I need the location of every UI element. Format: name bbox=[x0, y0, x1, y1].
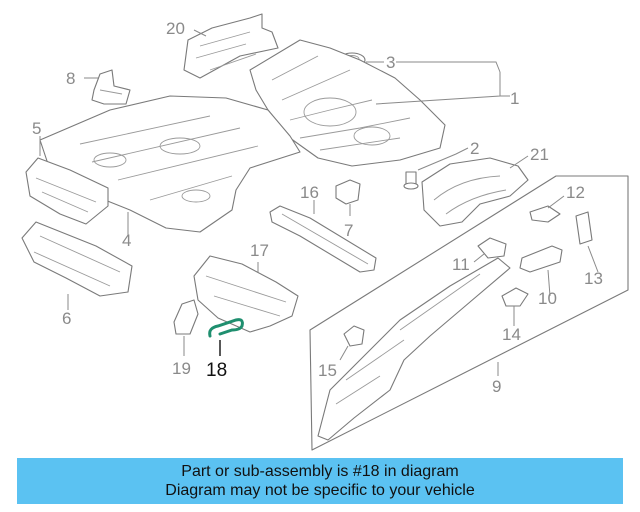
callout-7: 7 bbox=[344, 221, 353, 240]
part-16-rail bbox=[269, 205, 377, 273]
part-2-bolt bbox=[403, 171, 419, 190]
callout-2: 2 bbox=[470, 139, 479, 158]
callout-8: 8 bbox=[66, 69, 75, 88]
callout-1: 1 bbox=[510, 89, 519, 108]
callout-18: 18 bbox=[206, 360, 227, 381]
callout-3: 3 bbox=[386, 53, 395, 72]
callout-17: 17 bbox=[250, 241, 269, 260]
parts-diagram: 20 3 1 2 21 8 5 4 16 7 6 17 19 18 12 11 … bbox=[21, 13, 629, 451]
callout-12: 12 bbox=[566, 183, 585, 202]
part-18-hook-outline bbox=[208, 318, 244, 338]
part-17-panel bbox=[193, 255, 299, 333]
part-19-bracket bbox=[173, 299, 199, 335]
callout-19: 19 bbox=[172, 359, 191, 378]
callout-6: 6 bbox=[62, 309, 71, 328]
part-14-clip bbox=[501, 287, 529, 307]
part-7-bracket bbox=[335, 179, 361, 205]
callout-14: 14 bbox=[502, 325, 521, 344]
callout-9: 9 bbox=[492, 377, 501, 396]
part-9-rear-side-member bbox=[317, 257, 511, 441]
part-13-plate bbox=[575, 211, 593, 245]
part-12-bracket bbox=[529, 205, 561, 223]
part-20-panel bbox=[183, 13, 279, 79]
leader-lines bbox=[39, 29, 599, 376]
part-21-wheelhouse bbox=[421, 157, 529, 227]
part-8-bracket bbox=[91, 69, 131, 105]
part-11-bracket bbox=[477, 237, 507, 259]
callout-15: 15 bbox=[318, 361, 337, 380]
part-15-clip bbox=[343, 325, 365, 347]
callout-4: 4 bbox=[122, 231, 131, 250]
part-10-channel bbox=[519, 245, 563, 273]
part-18-hook bbox=[208, 318, 244, 338]
banner-line-2: Diagram may not be specific to your vehi… bbox=[165, 482, 475, 499]
part-1-rear-floor-pan bbox=[249, 39, 446, 167]
callout-11: 11 bbox=[452, 255, 470, 274]
callout-20: 20 bbox=[166, 19, 185, 38]
callout-21: 21 bbox=[530, 145, 549, 164]
callout-5: 5 bbox=[32, 119, 41, 138]
callout-10: 10 bbox=[538, 289, 557, 308]
callout-16: 16 bbox=[300, 183, 319, 202]
callout-labels: 20 3 1 2 21 8 5 4 16 7 6 17 19 18 12 11 … bbox=[32, 19, 603, 396]
part-5-side-member bbox=[25, 157, 109, 225]
callout-13: 13 bbox=[584, 269, 603, 288]
info-banner: Part or sub-assembly is #18 in diagram D… bbox=[17, 458, 623, 504]
banner-line-1: Part or sub-assembly is #18 in diagram bbox=[181, 463, 459, 480]
part-6-crossmember bbox=[21, 221, 133, 297]
